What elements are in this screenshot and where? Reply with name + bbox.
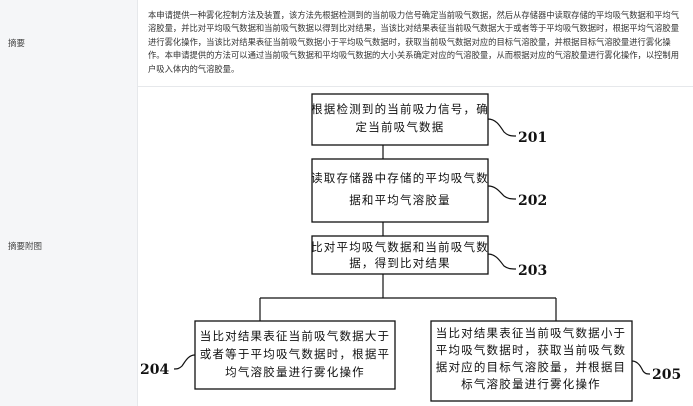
leader-202 [487,185,517,200]
abstract-content: 本申请提供一种雾化控制方法及装置，该方法先根据检测到的当前吸力信号确定当前吸气数… [137,0,693,86]
step-203-line-1: 比对平均吸气数据和当前吸气数 [311,240,489,254]
abstract-text: 本申请提供一种雾化控制方法及装置，该方法先根据检测到的当前吸力信号确定当前吸气数… [148,10,680,74]
step-box-205 [430,320,633,402]
step-204-line-2: 或者等于平均吸气数据时，根据平 [200,347,391,361]
leader-205 [631,360,651,375]
step-204-line-1: 当比对结果表征当前吸气数据大于 [200,329,391,343]
abstract-row: 摘要 本申请提供一种雾化控制方法及装置，该方法先根据检测到的当前吸力信号确定当前… [0,0,693,87]
step-201-line-1: 根据检测到的当前吸力信号，确 [311,102,489,116]
step-box-201 [311,93,489,146]
step-205-line-4: 标气溶胶量进行雾化操作 [461,377,601,391]
step-box-204 [194,320,396,390]
step-205-line-1: 当比对结果表征当前吸气数据小于 [436,326,627,340]
figure-row: 摘要附图 [0,86,693,406]
abstract-label: 摘要 [0,0,137,86]
step-203-line-2: 据，得到比对结果 [349,256,451,270]
leader-203 [487,253,517,270]
step-number-202: 202 [518,193,547,209]
step-box-202 [311,158,489,223]
step-205-line-3: 据对应的目标气溶胶量，并根据目 [436,360,627,374]
step-number-203: 203 [518,263,547,279]
flowchart: 根据检测到的当前吸力信号，确 定当前吸气数据 读取存储器中存储的平均吸气数 据和… [140,93,681,402]
step-number-201: 201 [518,130,547,146]
step-202-line-1: 读取存储器中存储的平均吸气数 [311,171,489,185]
step-box-203 [311,235,489,275]
step-number-205: 205 [652,367,681,383]
step-number-204: 204 [140,362,169,378]
figure-label: 摘要附图 [0,86,137,406]
leader-204 [173,354,196,370]
leader-201 [487,118,517,137]
step-205-line-2: 平均吸气数据时，获取当前吸气数 [436,343,627,357]
step-201-line-2: 定当前吸气数据 [356,120,445,134]
step-204-line-3: 均气溶胶量进行雾化操作 [225,365,365,379]
step-202-line-2: 据和平均气溶胶量 [349,193,451,207]
figure-content: 根据检测到的当前吸力信号，确 定当前吸气数据 读取存储器中存储的平均吸气数 据和… [137,86,693,406]
